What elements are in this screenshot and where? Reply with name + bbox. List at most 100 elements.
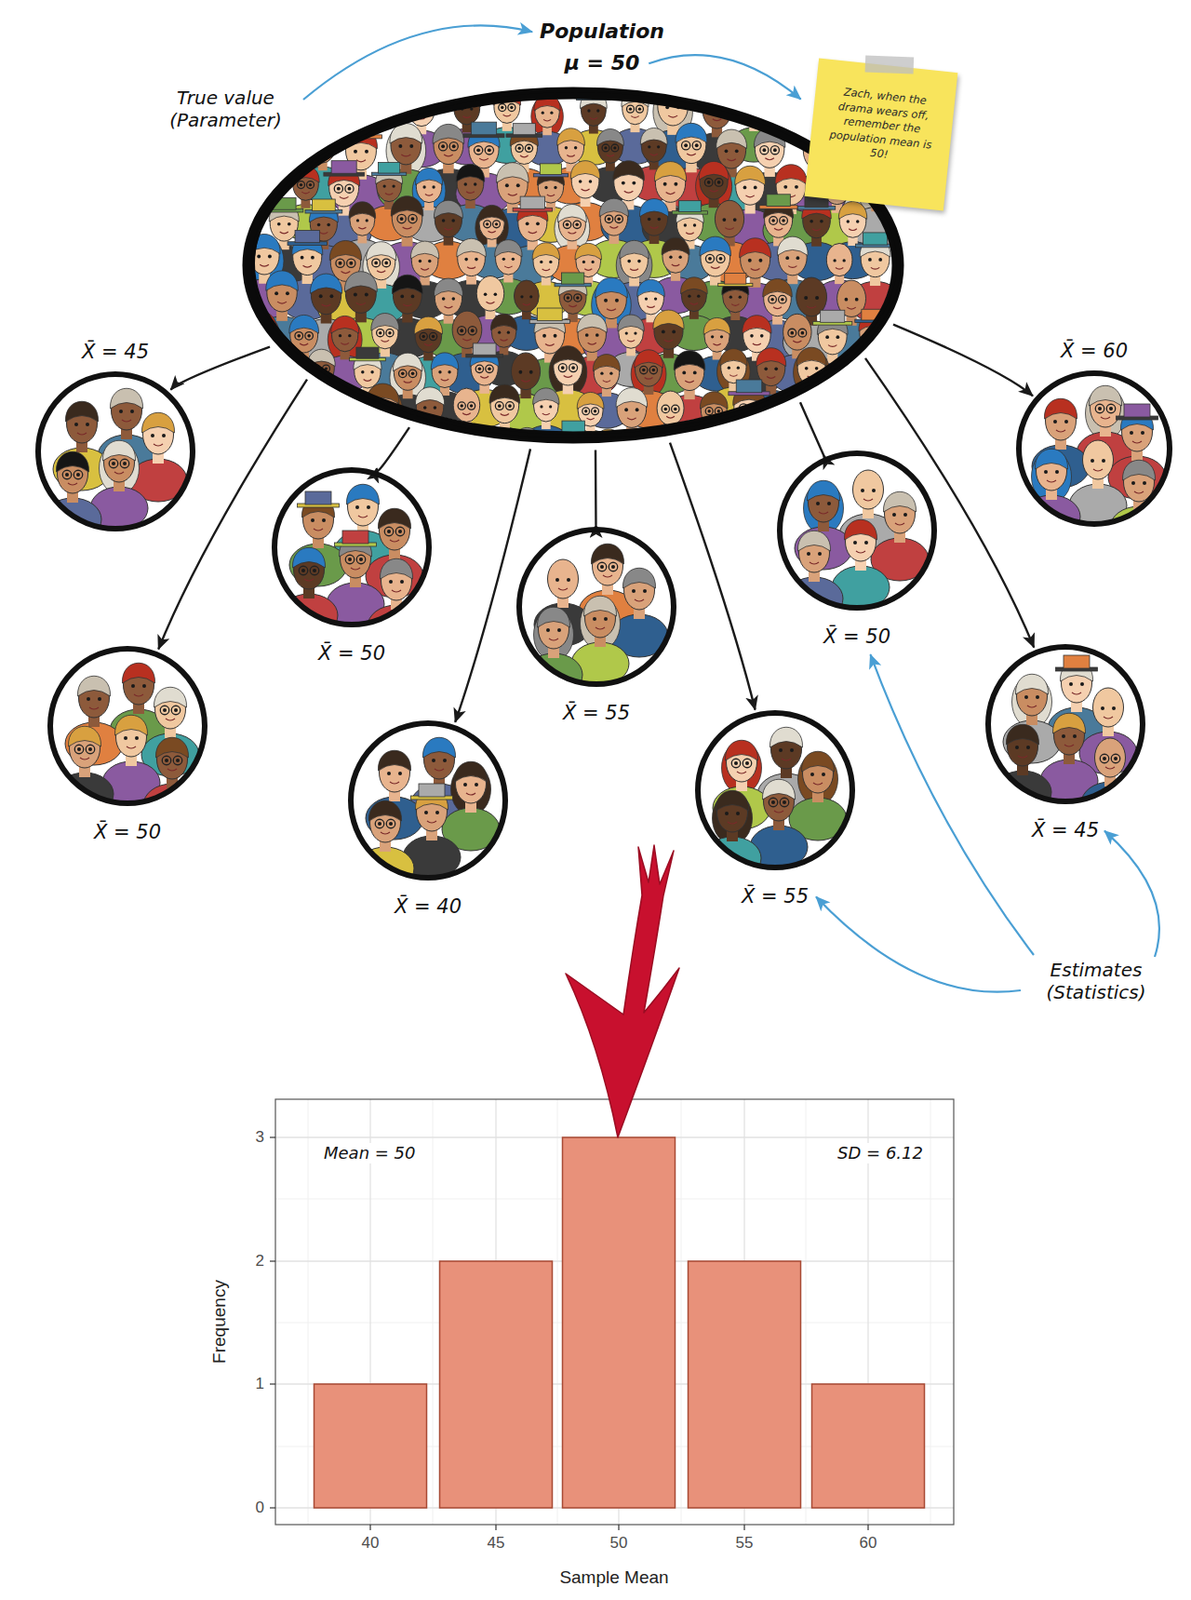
eye <box>516 183 521 188</box>
hair <box>703 317 731 335</box>
eye <box>274 291 279 295</box>
eye <box>285 291 290 295</box>
sample-mean-label: X̄ = 45 <box>1031 818 1099 843</box>
glasses <box>171 705 181 715</box>
mouth <box>806 306 817 308</box>
eye <box>753 186 758 190</box>
eye <box>1061 734 1066 738</box>
eye <box>607 216 612 221</box>
glasses <box>298 565 308 576</box>
hair <box>478 204 506 222</box>
eye <box>359 557 363 562</box>
glasses <box>305 332 314 341</box>
glasses <box>498 104 507 112</box>
hat <box>356 347 379 359</box>
tick <box>269 1136 276 1138</box>
eye <box>338 334 342 337</box>
hat <box>562 420 585 432</box>
eye <box>527 147 531 150</box>
eye <box>1035 695 1040 699</box>
tick-label: 0 <box>255 1498 265 1517</box>
glasses <box>399 369 408 378</box>
hair <box>742 315 772 334</box>
eye <box>815 366 819 371</box>
glasses <box>524 144 533 152</box>
eye <box>356 218 360 222</box>
mouth <box>835 267 844 269</box>
hair <box>1122 459 1155 481</box>
circle-stroke <box>988 646 1143 802</box>
eye <box>256 254 261 259</box>
mouth <box>828 345 837 348</box>
glasses <box>85 744 95 754</box>
eye <box>411 372 415 376</box>
mouth <box>1056 429 1066 432</box>
circle-outline <box>271 467 432 628</box>
eye <box>878 257 883 262</box>
hair <box>796 347 827 366</box>
shirt <box>993 770 1052 814</box>
tick <box>269 1259 276 1261</box>
glasses <box>449 142 458 151</box>
hair <box>557 128 586 146</box>
eye <box>495 222 498 226</box>
shirt <box>356 846 415 890</box>
chart-annotation: Mean = 50 <box>321 1142 418 1164</box>
eye <box>388 821 393 826</box>
eye <box>748 258 752 263</box>
eye <box>374 261 378 266</box>
glasses <box>760 146 769 155</box>
hair <box>329 240 362 260</box>
eye <box>353 292 358 296</box>
glasses <box>692 141 701 150</box>
glasses <box>649 365 657 374</box>
hair <box>762 278 792 297</box>
eye <box>1142 481 1147 485</box>
shirt <box>43 497 102 541</box>
hair <box>590 543 624 564</box>
leader-line <box>816 896 1021 992</box>
mouth <box>350 567 361 570</box>
eye <box>431 185 435 188</box>
population-crowd <box>236 83 904 508</box>
eye <box>707 180 711 185</box>
eye <box>452 296 456 301</box>
mouth <box>522 303 531 306</box>
hair <box>622 567 656 589</box>
shirt <box>524 653 583 696</box>
head <box>510 352 540 390</box>
eye <box>1129 430 1134 435</box>
glasses <box>161 755 172 765</box>
glasses <box>345 184 354 193</box>
hat <box>472 343 496 355</box>
major-grid <box>275 1098 954 1525</box>
glasses <box>475 364 483 373</box>
bars <box>314 1137 925 1508</box>
head <box>656 390 684 426</box>
glasses <box>408 214 417 223</box>
mouth <box>624 190 634 193</box>
hair <box>121 662 155 683</box>
eye <box>868 257 872 262</box>
eye <box>760 334 764 338</box>
eye <box>735 148 739 153</box>
hair <box>640 127 668 145</box>
glasses <box>506 401 515 411</box>
hair <box>289 314 320 334</box>
eye <box>164 758 169 763</box>
glasses <box>608 562 618 572</box>
eye <box>388 331 391 335</box>
mouth <box>500 338 509 341</box>
eye <box>529 294 533 298</box>
eye <box>722 217 726 222</box>
mouth <box>121 419 132 422</box>
mouth <box>485 301 495 304</box>
tick-label: 40 <box>361 1533 380 1553</box>
sample-mean-label: X̄ = 40 <box>394 895 462 919</box>
mouth <box>1046 480 1057 482</box>
eye <box>400 294 404 299</box>
leader-line <box>1104 830 1160 957</box>
eye <box>815 295 819 300</box>
eye <box>1109 406 1113 411</box>
hair <box>654 161 686 182</box>
